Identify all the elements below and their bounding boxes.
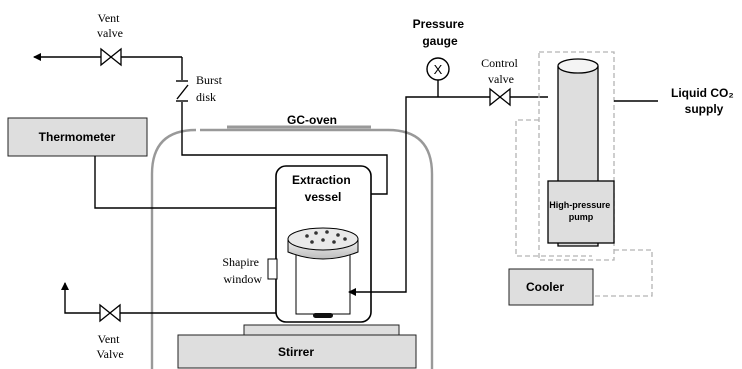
vent-valve-bottom-label: Vent Valve xyxy=(96,332,123,361)
pressure-gauge-label: Pressure gauge xyxy=(413,17,468,48)
high-pressure-pump-label: High-pressure pump xyxy=(549,200,613,222)
control-valve-icon[interactable] xyxy=(489,87,511,107)
vent-line-bottom xyxy=(61,282,276,314)
cooler-box xyxy=(508,268,594,306)
vent-valve-top-icon[interactable] xyxy=(100,47,122,67)
shapire-window-label: Shapire window xyxy=(222,255,262,286)
vent-valve-top-label: Vent valve xyxy=(97,11,123,40)
co2-feed-line xyxy=(348,96,548,296)
cooling-jacket xyxy=(538,51,615,261)
sample-jar-cap xyxy=(287,227,359,260)
svg-text:X: X xyxy=(434,62,443,77)
burst-disk-label: Burst disk xyxy=(196,73,225,104)
shapire-window xyxy=(267,258,278,280)
high-pressure-pump xyxy=(547,58,615,247)
vent-valve-bottom-icon[interactable] xyxy=(99,303,121,323)
thermometer-box xyxy=(7,117,148,157)
coolant-line-lower xyxy=(593,249,653,297)
burst-disk-icon xyxy=(176,80,189,102)
gc-oven-label: GC-oven xyxy=(287,113,337,127)
thermometer-label: Thermometer xyxy=(39,130,116,144)
control-valve-label: Control valve xyxy=(481,56,521,86)
stirrer-label: Stirrer xyxy=(278,345,314,359)
cooler-label: Cooler xyxy=(526,280,564,294)
pressure-gauge-icon: X xyxy=(426,57,450,81)
stirrer-plate xyxy=(243,324,400,336)
extraction-vessel-label: Extraction vessel xyxy=(292,173,354,204)
thermometer-probe-line xyxy=(94,156,340,209)
stirrer-box xyxy=(177,334,417,369)
gc-oven-outline xyxy=(150,128,434,369)
stir-bar xyxy=(313,313,333,318)
co2-supply-label: Liquid CO₂ supply xyxy=(671,86,737,116)
coolant-line-upper xyxy=(515,119,592,257)
